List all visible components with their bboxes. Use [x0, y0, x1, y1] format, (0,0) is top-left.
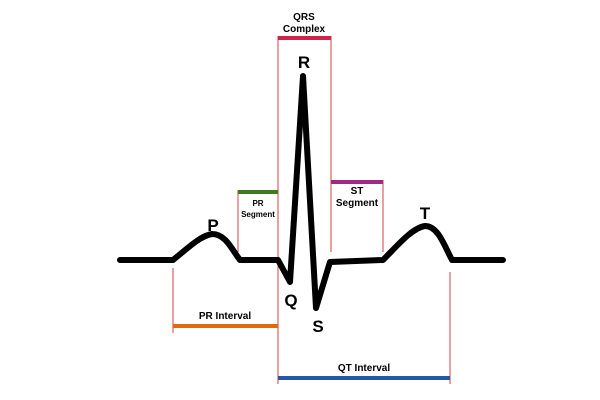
qrs-label-line2: Complex	[283, 24, 326, 35]
pr-interval-label: PR Interval	[199, 311, 251, 322]
t-wave-label: T	[420, 204, 431, 223]
st-segment-label-line2: Segment	[336, 198, 379, 209]
s-point-label: S	[312, 317, 323, 336]
qrs-label-line1: QRS	[293, 12, 315, 23]
ecg-trace	[117, 73, 506, 311]
qt-interval-label: QT Interval	[338, 363, 390, 374]
pr-segment-label-line2: Segment	[241, 210, 275, 219]
q-point-label: Q	[284, 291, 297, 310]
r-peak-label: R	[298, 53, 310, 72]
pr-segment-label-line1: PR	[252, 199, 263, 208]
p-wave-label: P	[207, 216, 218, 235]
st-segment-label-line1: ST	[351, 186, 364, 197]
